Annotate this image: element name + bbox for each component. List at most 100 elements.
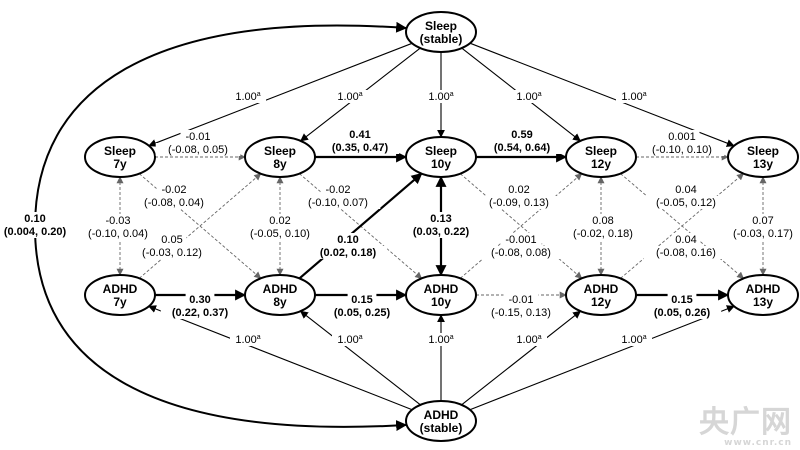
label-cov-12: 0.08(-0.02, 0.18) <box>560 214 646 240</box>
node-label: Sleep <box>425 144 457 158</box>
loading-arrow-adhd-13 <box>469 305 735 411</box>
ci-text: (-0.03, 0.17) <box>733 228 793 240</box>
estimate-text: 0.15 <box>351 294 372 306</box>
node-label: 8y <box>273 157 287 171</box>
ci-text: (0.004, 0.20) <box>4 226 67 238</box>
node-ellipse <box>405 11 477 53</box>
node-sleep-stable: Sleep(stable) <box>405 11 477 53</box>
estimate-text: 0.15 <box>671 294 692 306</box>
loading-label: 1.00a <box>511 333 547 346</box>
node-ellipse <box>405 274 477 316</box>
estimate-text: 0.30 <box>189 294 210 306</box>
ci-text: (0.02, 0.18) <box>320 247 377 259</box>
loading-superscript: a <box>257 334 261 341</box>
loading-label: 1.00a <box>616 90 652 103</box>
ci-text: (0.05, 0.26) <box>654 307 711 319</box>
label-cov-7: -0.03(-0.10, 0.04) <box>75 214 161 240</box>
node-ellipse <box>727 274 799 316</box>
label-adhd-10-12: -0.01(-0.15, 0.13) <box>478 293 564 319</box>
loading-label: 1.00a <box>616 333 652 346</box>
node-label: Sleep <box>747 144 779 158</box>
loading-label: 1.00a <box>332 90 368 103</box>
estimate-text: -0.01 <box>185 131 210 143</box>
node-ellipse <box>84 136 156 178</box>
node-label: 8y <box>273 295 287 309</box>
estimate-text: -0.01 <box>508 294 533 306</box>
node-label: Sleep <box>104 144 136 158</box>
loading-label: 1.00a <box>423 333 459 346</box>
ci-text: (0.05, 0.25) <box>334 307 391 319</box>
node-label: ADHD <box>103 282 138 296</box>
estimate-text: 0.10 <box>24 213 45 225</box>
node-label: 13y <box>753 157 773 171</box>
label-sleep-10-12: 0.59(0.54, 0.64) <box>482 128 562 154</box>
loading-label: 1.00a <box>511 90 547 103</box>
ci-text: (0.03, 0.22) <box>413 226 470 238</box>
node-ellipse <box>405 136 477 178</box>
ci-text: (-0.03, 0.12) <box>142 247 202 259</box>
estimate-text: 0.001 <box>668 131 696 143</box>
label-adhd-12-13: 0.15(0.05, 0.26) <box>642 293 722 319</box>
estimate-text: 0.04 <box>675 234 696 246</box>
node-label: ADHD <box>424 282 459 296</box>
estimate-text: 0.02 <box>508 184 529 196</box>
loading-value: 1.00a <box>516 334 541 346</box>
node-ellipse <box>565 136 637 178</box>
node-label: ADHD <box>263 282 298 296</box>
loading-arrow-sleep-13 <box>469 42 735 147</box>
node-label: ADHD <box>746 282 781 296</box>
label-cov-13: 0.07(-0.03, 0.17) <box>720 214 800 240</box>
node-ellipse <box>244 136 316 178</box>
loading-superscript: a <box>359 334 363 341</box>
estimate-text: 0.05 <box>161 234 182 246</box>
loading-value: 1.00a <box>516 91 541 103</box>
label-cov-10: 0.13(0.03, 0.22) <box>401 212 481 238</box>
label-adhd-7-8: 0.30(0.22, 0.37) <box>160 293 240 319</box>
estimate-text: 0.41 <box>349 129 370 141</box>
node-label: Sleep <box>585 144 617 158</box>
label-sleep7-to-adhd8: -0.02(-0.08, 0.04) <box>131 183 217 209</box>
label-adhd-8-10: 0.15(0.05, 0.25) <box>322 293 402 319</box>
label-cov-8: 0.02(-0.05, 0.10) <box>237 214 323 240</box>
label-sleep-8-10: 0.41(0.35, 0.47) <box>320 128 400 154</box>
node-label: 7y <box>113 295 127 309</box>
label-adhd8-to-sleep10: 0.10(0.02, 0.18) <box>308 233 388 259</box>
label-sleep10-to-adhd12: 0.02(-0.09, 0.13) <box>476 183 562 209</box>
loading-value: 1.00a <box>428 334 453 346</box>
ci-text: (0.35, 0.47) <box>332 142 389 154</box>
node-label: Sleep <box>264 144 296 158</box>
node-label: 12y <box>591 157 611 171</box>
node-label: ADHD <box>424 408 459 422</box>
node-adhd-stable: ADHD(stable) <box>405 400 477 442</box>
node-ellipse <box>565 274 637 316</box>
node-label: (stable) <box>420 32 463 46</box>
loading-value: 1.00a <box>235 334 260 346</box>
loading-superscript: a <box>643 334 647 341</box>
loading-superscript: a <box>450 91 454 98</box>
label-sleep12-to-adhd13: 0.04(-0.05, 0.12) <box>643 183 729 209</box>
loading-value: 1.00a <box>428 91 453 103</box>
estimate-text: 0.02 <box>269 215 290 227</box>
loading-value: 1.00a <box>621 334 646 346</box>
estimate-text: 0.10 <box>337 234 358 246</box>
node-label: 10y <box>431 157 451 171</box>
loading-superscript: a <box>538 334 542 341</box>
estimate-text: -0.02 <box>325 184 350 196</box>
node-label: Sleep <box>425 19 457 33</box>
node-label: (stable) <box>420 421 463 435</box>
node-label: 10y <box>431 295 451 309</box>
estimate-text: 0.07 <box>752 215 773 227</box>
ci-text: (-0.09, 0.13) <box>489 197 549 209</box>
cross-arrow-adhd12-sleep13 <box>620 173 745 279</box>
label-adhd10-to-sleep12: -0.001(-0.08, 0.08) <box>478 233 564 259</box>
ci-text: (-0.10, 0.07) <box>308 197 368 209</box>
estimate-text: 0.04 <box>675 184 696 196</box>
estimate-text: -0.03 <box>105 215 130 227</box>
loading-label: 1.00a <box>332 333 368 346</box>
